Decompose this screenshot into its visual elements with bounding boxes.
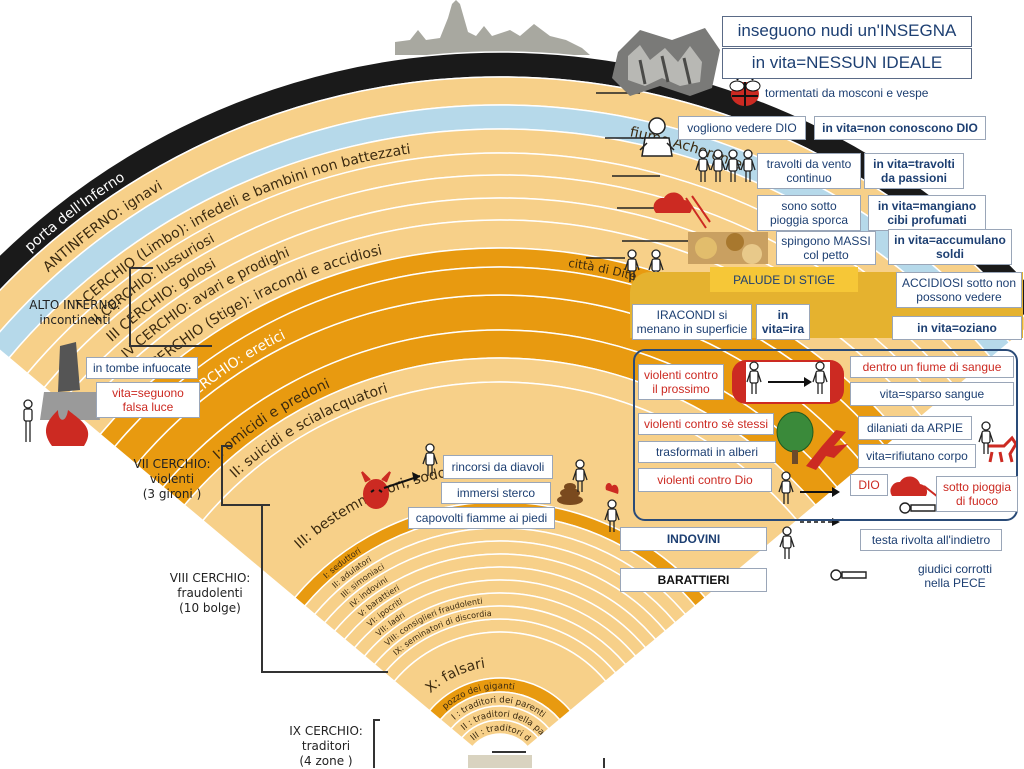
vii-cerchio-label: VII CERCHIO: violenti (3 gironi ) [122,457,222,502]
stige-label: PALUDE DI STIGE [710,267,858,292]
boulders-image [688,232,768,264]
alto-inferno-subtitle: incontinenti [39,313,111,327]
vii-cerchio-count: (3 gironi ) [142,487,202,501]
lying-figure-icon [830,502,936,581]
human-figure [746,361,762,394]
human-figure [710,149,726,182]
viii-cerchio-label: VIII CERCHIO: fraudolenti (10 bolge) [160,571,260,616]
viii-cerchio-count: (10 bolge) [179,601,241,615]
dog-icon [988,435,1018,463]
note-eretici-tombe: in tombe infuocate [86,357,198,379]
note-se-arpie: dilaniati da ARPIE [858,416,972,440]
note-ignavi-ideale: in vita=NESSUN IDEALE [722,48,972,79]
storm-cloud-icon [653,192,711,229]
note-se-label: violenti contro sè stessi [638,413,774,435]
alto-inferno-title: ALTO INFERNO: [29,298,121,312]
ix-cerchio-subtitle: traditori [301,739,351,753]
note-se-alberi: trasformati in alberi [638,441,776,463]
human-figure [978,421,994,454]
ring-27 [460,719,540,748]
note-dio-label: violenti contro Dio [638,468,772,492]
human-figure [604,499,620,532]
note-accidiosi-vedere: ACCIDIOSI sotto non possono vedere [896,272,1022,308]
river-of-blood [732,360,844,404]
note-avari-vita: in vita=accumulano soldi [888,229,1012,265]
ring-22 [373,605,627,674]
note-prossimo-vita: vita=sparso sangue [850,382,1014,406]
note-dio-god: DIO [850,474,888,496]
note-iracondi-vita: in vita=ira [756,304,810,340]
fresco-image [612,28,720,96]
note-limbo-vedere: vogliono vedere DIO [678,116,806,140]
note-adulatori-sterco: immersi sterco [441,482,551,504]
vii-cerchio-title: VII CERCHIO: [133,457,211,471]
note-indovini-testa: testa rivolta all'indietro [860,529,1002,551]
human-figure [422,443,438,476]
note-prossimo-fiume: dentro un fiume di sangue [850,356,1014,378]
arrow-to-god [800,487,840,497]
poop-icon [557,483,583,505]
note-ignavi-vespe: tormentati da mosconi e vespe [762,84,962,102]
baby-icon [639,117,675,157]
note-golosi-pioggia: sono sotto pioggia sporca [757,195,861,231]
note-eretici-luce: vita=seguono falsa luce [96,382,200,418]
note-se-vita: vita=rifiutano corpo [858,444,976,468]
note-accidiosi-vita: in vita=oziano [892,316,1022,340]
note-indovini: INDOVINI [620,527,767,551]
bracket-lines [129,267,605,768]
viii-cerchio-title: VIII CERCHIO: [169,571,251,585]
tree-icon [776,411,814,464]
note-ignavi-insegna: inseguono nudi un'INSEGNA [722,16,972,47]
human-figure [725,149,741,182]
human-figure [740,149,756,182]
human-figure [812,361,828,394]
human-figure [695,149,711,182]
wasp-icon [729,73,761,106]
human-figure [23,399,33,442]
ix-cerchio-title: IX CERCHIO: [289,724,363,738]
note-prossimo-label: violenti contro il prossimo [638,364,724,400]
viii-cerchio-subtitle: fraudolenti [177,586,243,600]
note-dio-pioggia: sotto pioggia di fuoco [936,476,1018,512]
devil-icon [361,471,421,509]
ix-cerchio-label: IX CERCHIO: traditori (4 zone ) [276,724,376,769]
note-barattieri-pece: giudici corrotti nella PECE [906,558,1004,594]
human-figure [778,471,794,504]
violenti-panel [633,349,1018,521]
city-skyline-icon [395,0,590,55]
bottom-well [468,755,532,768]
flame-feet-icon [605,483,619,494]
note-barattieri: BARATTIERI [620,568,767,592]
note-golosi-vita: in vita=mangiano cibi profumati [868,195,986,231]
note-seduttori-diavoli: rincorsi da diavoli [443,455,553,479]
note-lussuriosi-vento: travolti da vento continuo [757,153,861,189]
note-iracondi-menano: IRACONDI si menano in superficie [632,304,752,340]
note-simoniaci-fiamme: capovolti fiamme ai piedi [408,507,555,529]
note-lussuriosi-vita: in vita=travolti da passioni [864,153,964,189]
human-figure [779,526,795,559]
tomb-icon [40,342,100,446]
vii-cerchio-subtitle: violenti [149,472,195,486]
alto-inferno-label: ALTO INFERNO: incontinenti [20,298,130,328]
ix-cerchio-count: (4 zone ) [299,754,353,768]
harpy-icon [806,430,848,470]
human-figure [572,459,588,492]
note-avari-massi: spingono MASSI col petto [776,231,876,265]
note-limbo-vita: in vita=non conoscono DIO [814,116,986,140]
